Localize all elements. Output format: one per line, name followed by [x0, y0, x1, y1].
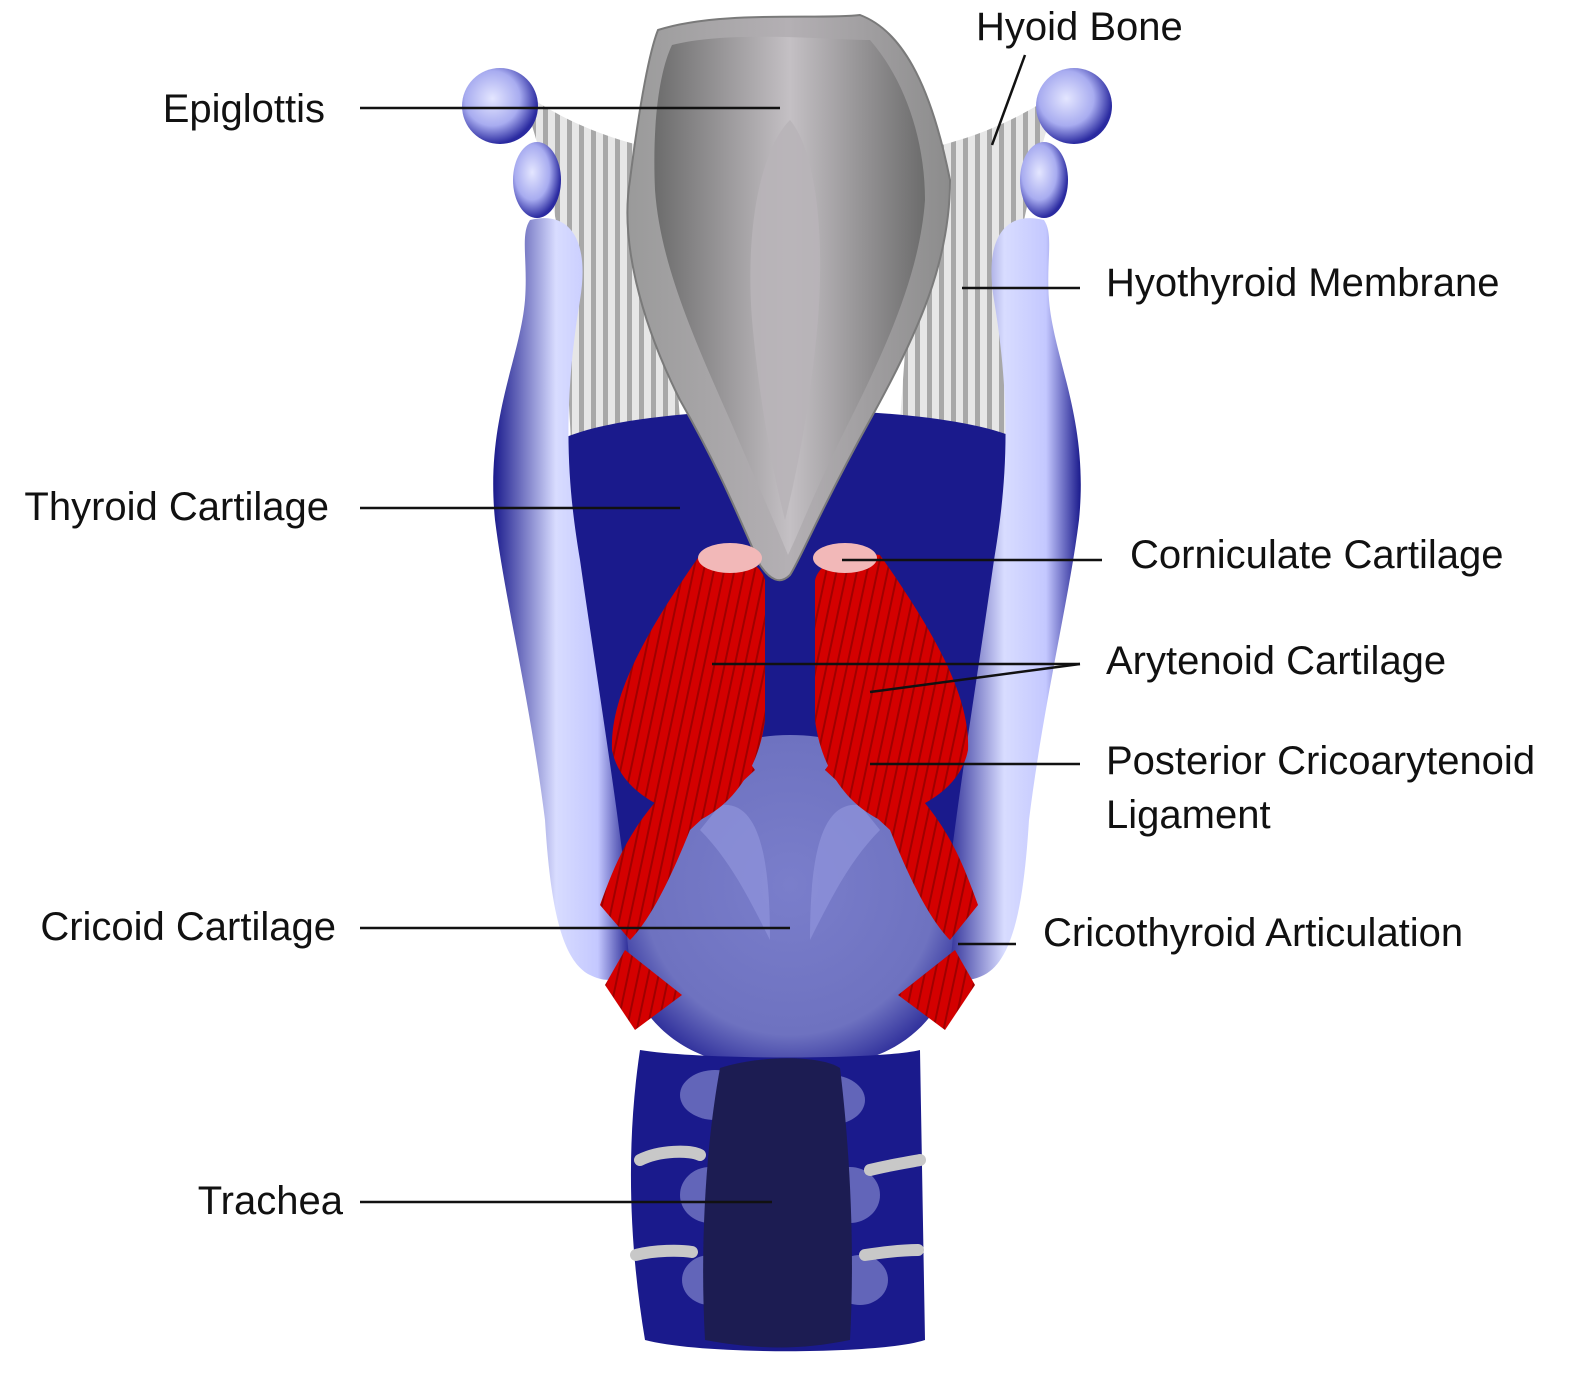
label-hyothyroid-membrane: Hyothyroid Membrane	[1106, 261, 1500, 305]
corniculate-cartilage-right	[813, 543, 877, 573]
label-cricothyroid-articulation: Cricothyroid Articulation	[1043, 911, 1463, 955]
label-thyroid-cartilage: Thyroid Cartilage	[24, 485, 329, 529]
corniculate-cartilage-left	[698, 543, 762, 573]
label-corniculate-cartilage: Corniculate Cartilage	[1130, 533, 1504, 577]
trachea	[631, 1050, 925, 1351]
label-posterior-cricoarytenoid-line2: Ligament	[1106, 793, 1271, 837]
label-posterior-cricoarytenoid: Posterior Cricoarytenoid	[1106, 739, 1535, 783]
label-epiglottis: Epiglottis	[163, 87, 325, 131]
larynx-illustration	[462, 15, 1112, 1351]
label-trachea: Trachea	[198, 1179, 344, 1223]
label-arytenoid-cartilage: Arytenoid Cartilage	[1106, 639, 1446, 683]
label-hyoid-bone: Hyoid Bone	[976, 5, 1183, 49]
label-cricoid-cartilage: Cricoid Cartilage	[40, 905, 336, 949]
